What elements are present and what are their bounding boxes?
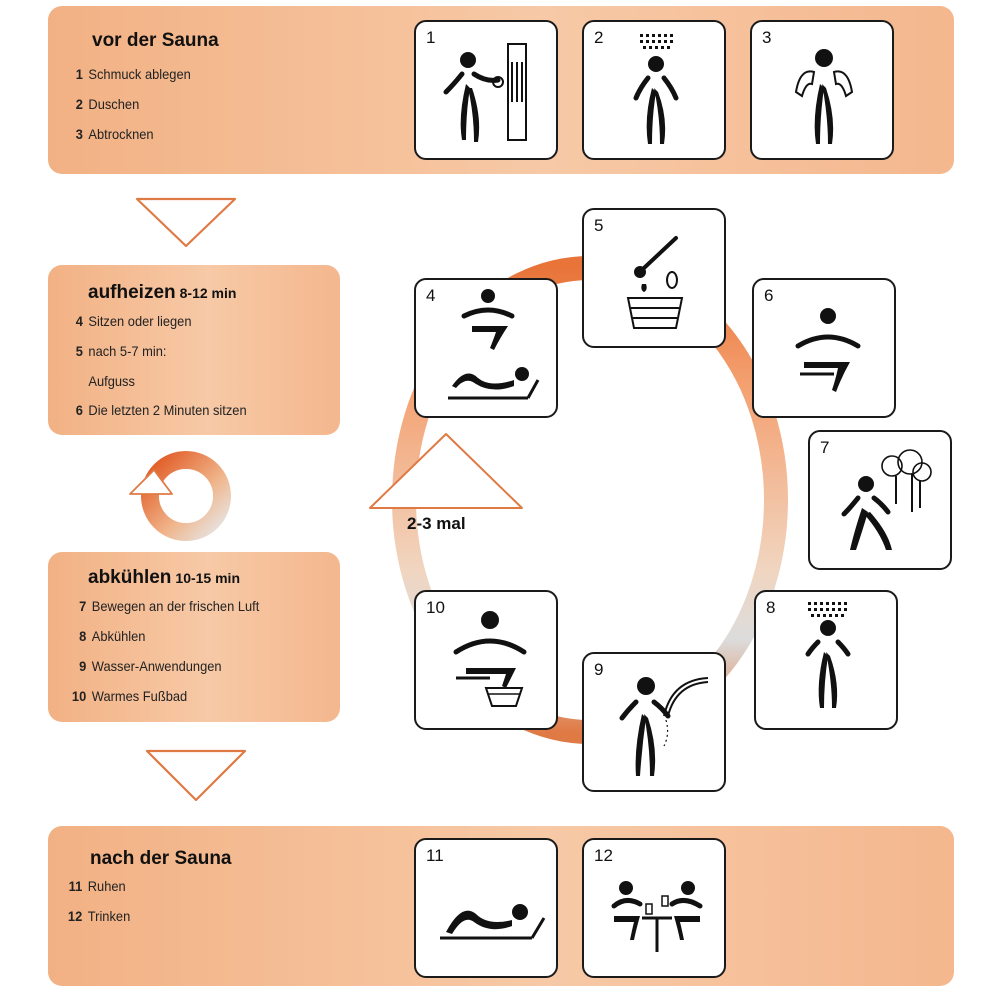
- pictogram-tile-1: 1: [414, 20, 558, 160]
- pictogram-tile-8: 8: [754, 590, 898, 730]
- repeat-count-label: 2-3 mal: [407, 514, 466, 533]
- pictogram-tile-10: 10: [414, 590, 558, 730]
- duration-label: 10-15 min: [175, 570, 240, 586]
- step-text: Schmuck ablegen: [88, 66, 191, 82]
- repeat-loop-icon: [129, 451, 231, 541]
- step-text: Die letzten 2 Minuten sitzen: [88, 402, 247, 418]
- step-4: 4 Sitzen oder liegen: [70, 313, 192, 329]
- down-arrow-icon: [135, 197, 237, 248]
- step-text: Wasser-Anwendungen: [91, 658, 222, 674]
- tile-number: 3: [762, 28, 772, 47]
- panel-title-vor: vor der Sauna: [92, 30, 219, 51]
- remove-jewelry-icon: [443, 43, 527, 142]
- tile-number: 5: [594, 216, 604, 235]
- infusion-ladle-icon: [626, 236, 684, 329]
- pictogram-tile-3: 3: [750, 20, 894, 160]
- sitting-icon: [795, 308, 861, 392]
- step-number: 9: [79, 658, 87, 674]
- step-5: 5 nach 5-7 min:: [70, 343, 167, 359]
- step-text: Sitzen oder liegen: [88, 313, 192, 329]
- step-number: 6: [75, 402, 83, 418]
- rest-lying-icon: [440, 904, 546, 940]
- up-arrow-icon: [369, 433, 523, 509]
- tile-number: 2: [594, 28, 604, 47]
- step-text: Warmes Fußbad: [91, 688, 188, 704]
- fresh-air-walk-icon: [841, 449, 932, 550]
- foot-bath-icon: [453, 611, 527, 707]
- pictogram-tile-7: 7: [808, 430, 952, 570]
- step-number: 5: [75, 343, 83, 359]
- tile-number: 8: [766, 598, 776, 617]
- towel-dry-icon: [794, 49, 854, 144]
- pictogram-tile-4: 4: [414, 278, 558, 418]
- pictogram-tile-5: 5: [582, 208, 726, 348]
- step-number: 3: [75, 126, 83, 142]
- step-number: 2: [75, 96, 83, 112]
- tile-number: 11: [426, 846, 444, 865]
- title-text: abkühlen: [88, 567, 172, 588]
- pictogram-tile-2: 2: [582, 20, 726, 160]
- down-arrow-icon: [145, 749, 247, 802]
- step-text: nach 5-7 min:: [88, 343, 167, 359]
- step-text: Trinken: [87, 908, 131, 924]
- tile-number: 9: [594, 660, 604, 679]
- step-number: 10: [71, 688, 87, 704]
- duration-label: 8-12 min: [179, 285, 237, 301]
- step-text: Ruhen: [87, 878, 126, 894]
- step-text: Bewegen an der frischen Luft: [91, 598, 260, 614]
- step-number: 7: [79, 598, 87, 614]
- tile-number: 6: [764, 286, 774, 305]
- step-2: 2 Duschen: [70, 96, 140, 112]
- step-1: 1 Schmuck ablegen: [70, 66, 191, 82]
- step-number: 12: [67, 908, 83, 924]
- panel-abkuehlen: [48, 552, 340, 722]
- title-text: aufheizen: [88, 282, 176, 303]
- step-3: 3 Abtrocknen: [70, 126, 154, 142]
- step-text: Aufguss: [88, 373, 135, 389]
- drinking-icon: [611, 881, 703, 952]
- step-text: Abkühlen: [91, 628, 146, 644]
- tile-number: 10: [426, 598, 445, 617]
- step-number: 11: [68, 878, 83, 894]
- tile-number: 1: [426, 28, 436, 47]
- sit-or-lie-icon: [448, 289, 540, 400]
- step-number: 8: [79, 628, 87, 644]
- step-number: 4: [75, 313, 83, 329]
- tile-number: 4: [426, 286, 436, 305]
- cold-shower-icon: [805, 602, 851, 708]
- shower-icon: [633, 34, 679, 144]
- panel-aufheizen: [48, 265, 340, 435]
- step-text: Duschen: [88, 96, 140, 112]
- tile-number: 7: [820, 438, 830, 457]
- step-number: 1: [75, 66, 83, 82]
- pictogram-tile-11: 11: [414, 838, 558, 978]
- water-hose-icon: [619, 677, 709, 776]
- step-5-continued: Aufguss: [70, 373, 135, 389]
- pictogram-tile-12: 12: [582, 838, 726, 978]
- tile-number: 12: [594, 846, 613, 865]
- step-text: Abtrocknen: [88, 126, 154, 142]
- step-6: 6 Die letzten 2 Minuten sitzen: [70, 402, 247, 418]
- pictogram-tile-9: 9: [582, 652, 726, 792]
- panel-title-nach: nach der Sauna: [90, 848, 232, 869]
- pictogram-tile-6: 6: [752, 278, 896, 418]
